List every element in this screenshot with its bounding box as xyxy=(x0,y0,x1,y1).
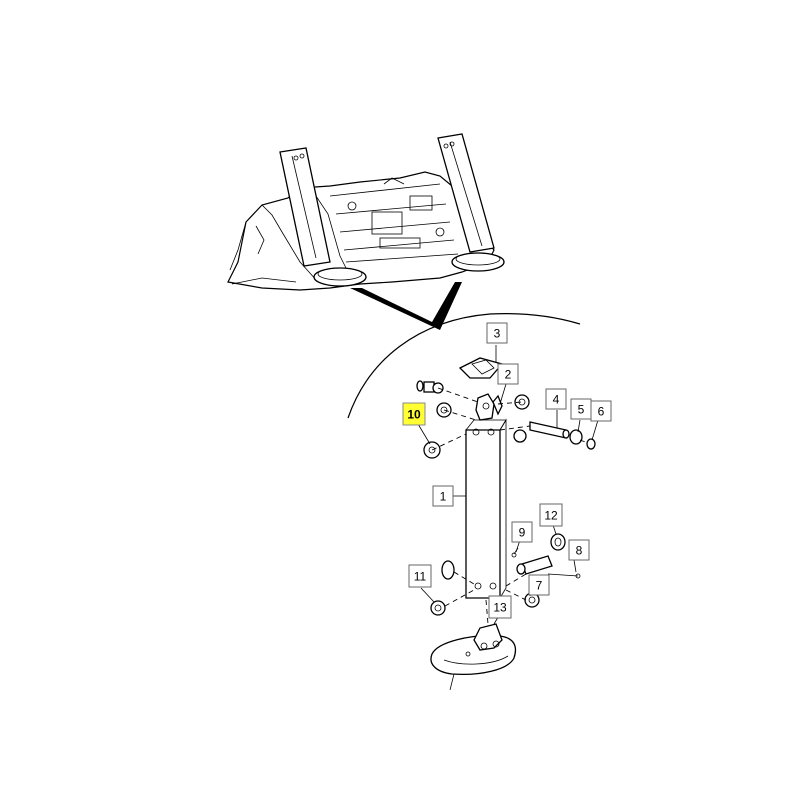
callout-8[interactable]: 8 xyxy=(568,539,590,561)
machine-overview xyxy=(227,133,505,291)
callout-5[interactable]: 5 xyxy=(570,398,592,420)
callout-13-label: 13 xyxy=(493,601,507,615)
callout-12-label: 12 xyxy=(544,509,558,523)
callout-9-label: 9 xyxy=(519,526,526,540)
callout-3[interactable]: 3 xyxy=(486,322,508,344)
callout-13[interactable]: 13 xyxy=(488,595,512,619)
callout-12[interactable]: 12 xyxy=(539,503,563,527)
callout-1[interactable]: 1 xyxy=(432,485,454,507)
callout-11[interactable]: 11 xyxy=(408,564,432,588)
callout-8-label: 8 xyxy=(576,544,583,558)
leader-lines xyxy=(417,345,599,625)
callout-7[interactable]: 7 xyxy=(528,574,550,596)
callout-4-label: 4 xyxy=(553,393,560,407)
callout-11-label: 11 xyxy=(414,570,427,584)
detail-circle xyxy=(347,313,581,419)
callout-2-label: 2 xyxy=(505,368,512,382)
callout-4[interactable]: 4 xyxy=(545,388,567,410)
callout-6-label: 6 xyxy=(598,405,605,419)
callout-5-label: 5 xyxy=(578,403,585,417)
callout-3-label: 3 xyxy=(494,327,501,341)
callout-1-label: 1 xyxy=(440,490,447,504)
callout-2[interactable]: 2 xyxy=(497,363,519,385)
callout-6[interactable]: 6 xyxy=(590,400,612,422)
callout-10-label: 10 xyxy=(407,408,421,422)
callout-10[interactable]: 10 xyxy=(402,402,426,426)
support-leg-detail xyxy=(416,357,596,691)
callout-7-label: 7 xyxy=(536,579,543,593)
callout-9[interactable]: 9 xyxy=(511,521,533,543)
